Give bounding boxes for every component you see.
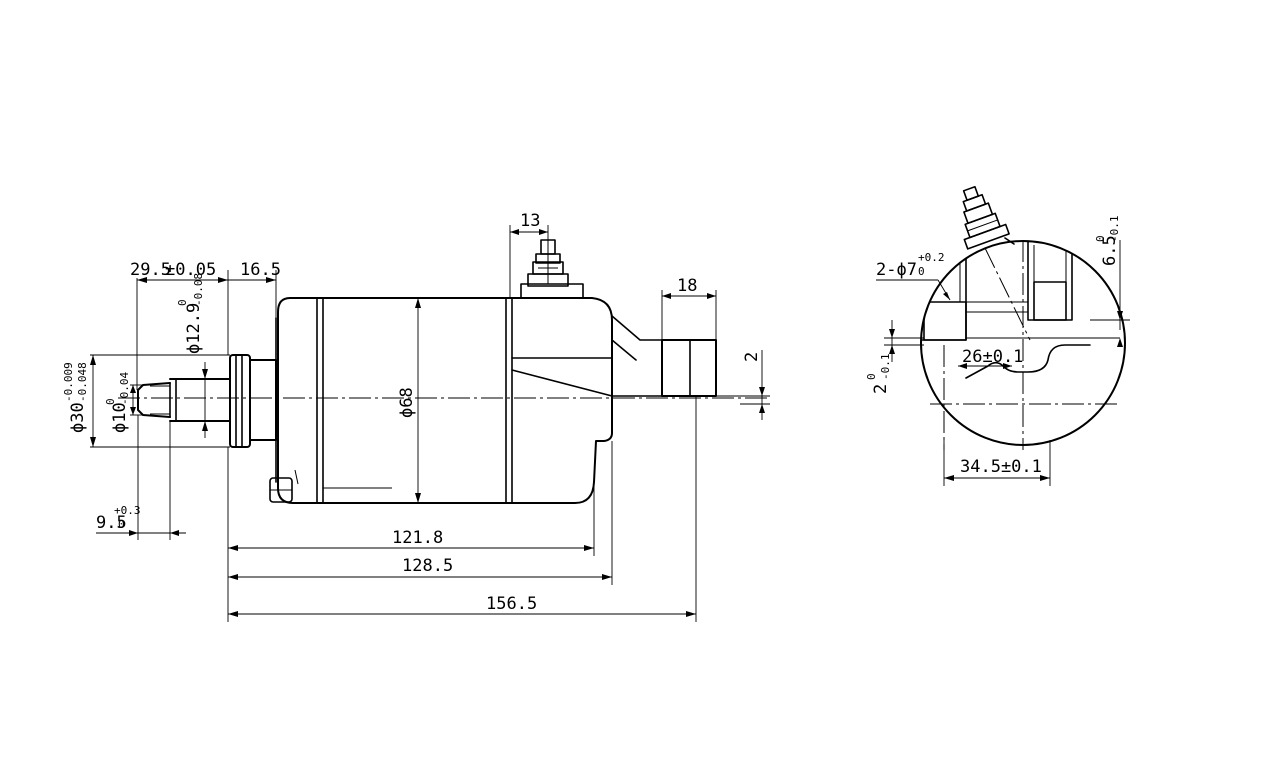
dim-side-offset-tol-upper: 0	[865, 373, 878, 380]
main-view: 29.5 ±0.05 16.5 ϕ12.9 0 -0.08 ϕ30 -0.009…	[62, 211, 770, 622]
dim-hole-depth-tol-lower: -0.1	[1108, 216, 1121, 243]
end-view-dimensions	[876, 240, 1130, 486]
dim-hole-depth-tol-upper: 0	[1094, 235, 1107, 242]
flange	[229, 317, 277, 483]
dim-shaft-diameter-tol-upper: 0	[176, 299, 189, 306]
dim-length-128-5: 128.5	[402, 556, 453, 576]
dim-shaft-diameter: ϕ12.9	[184, 303, 204, 354]
dim-terminal-width: 13	[520, 211, 540, 231]
dim-length-121-8: 121.8	[392, 528, 443, 548]
end-view: 2-ϕ7 +0.2 0 6.5 0 -0.1 26±0.1 2 0 -0.1 3…	[865, 185, 1130, 486]
dim-side-offset-tol-lower: -0.1	[879, 354, 892, 381]
dim-spline-tol-lower: -0.04	[118, 372, 131, 405]
dim-pilot-tol-lower: -0.048	[76, 362, 89, 402]
dim-bracket-width: 18	[677, 276, 697, 296]
mounting-bracket	[611, 315, 717, 397]
dim-shaft-end-tol-lower: 0	[118, 518, 125, 531]
dim-flange-offset: 29.5	[130, 260, 171, 280]
dim-spline-diameter: ϕ10	[110, 402, 130, 433]
dim-flange-offset-tol: ±0.05	[165, 260, 216, 280]
dim-pilot-diameter: ϕ30	[68, 402, 88, 433]
dim-holes: 2-ϕ7	[876, 260, 917, 280]
dim-hole-depth: 6.5	[1100, 235, 1120, 266]
terminal-stud	[520, 239, 584, 299]
dim-spline-tol-upper: 0	[104, 398, 117, 405]
dim-shaft-diameter-tol-lower: -0.08	[192, 273, 205, 306]
end-view-terminal	[962, 185, 1010, 250]
dim-center-offset: 34.5±0.1	[960, 457, 1042, 477]
main-dimension-labels: 29.5 ±0.05 16.5 ϕ12.9 0 -0.08 ϕ30 -0.009…	[62, 211, 762, 614]
main-dimensions	[90, 225, 770, 622]
shaft	[137, 378, 231, 422]
dim-flange-width: 16.5	[240, 260, 281, 280]
motor-body	[269, 297, 613, 504]
dim-side-offset: 2	[871, 384, 891, 394]
dim-holes-tol-lower: 0	[918, 265, 925, 278]
dim-length-156-5: 156.5	[486, 594, 537, 614]
dim-body-diameter: ϕ68	[397, 387, 417, 418]
dim-pilot-tol-upper: -0.009	[62, 362, 75, 402]
dim-holes-tol-upper: +0.2	[918, 251, 945, 264]
dim-bracket-offset: 2	[742, 352, 762, 362]
dim-shaft-end: 9.5	[96, 513, 127, 533]
dim-hole-spacing: 26±0.1	[962, 347, 1023, 367]
end-view-dimension-labels: 2-ϕ7 +0.2 0 6.5 0 -0.1 26±0.1 2 0 -0.1 3…	[865, 216, 1121, 478]
dim-shaft-end-tol-upper: +0.3	[114, 504, 141, 517]
